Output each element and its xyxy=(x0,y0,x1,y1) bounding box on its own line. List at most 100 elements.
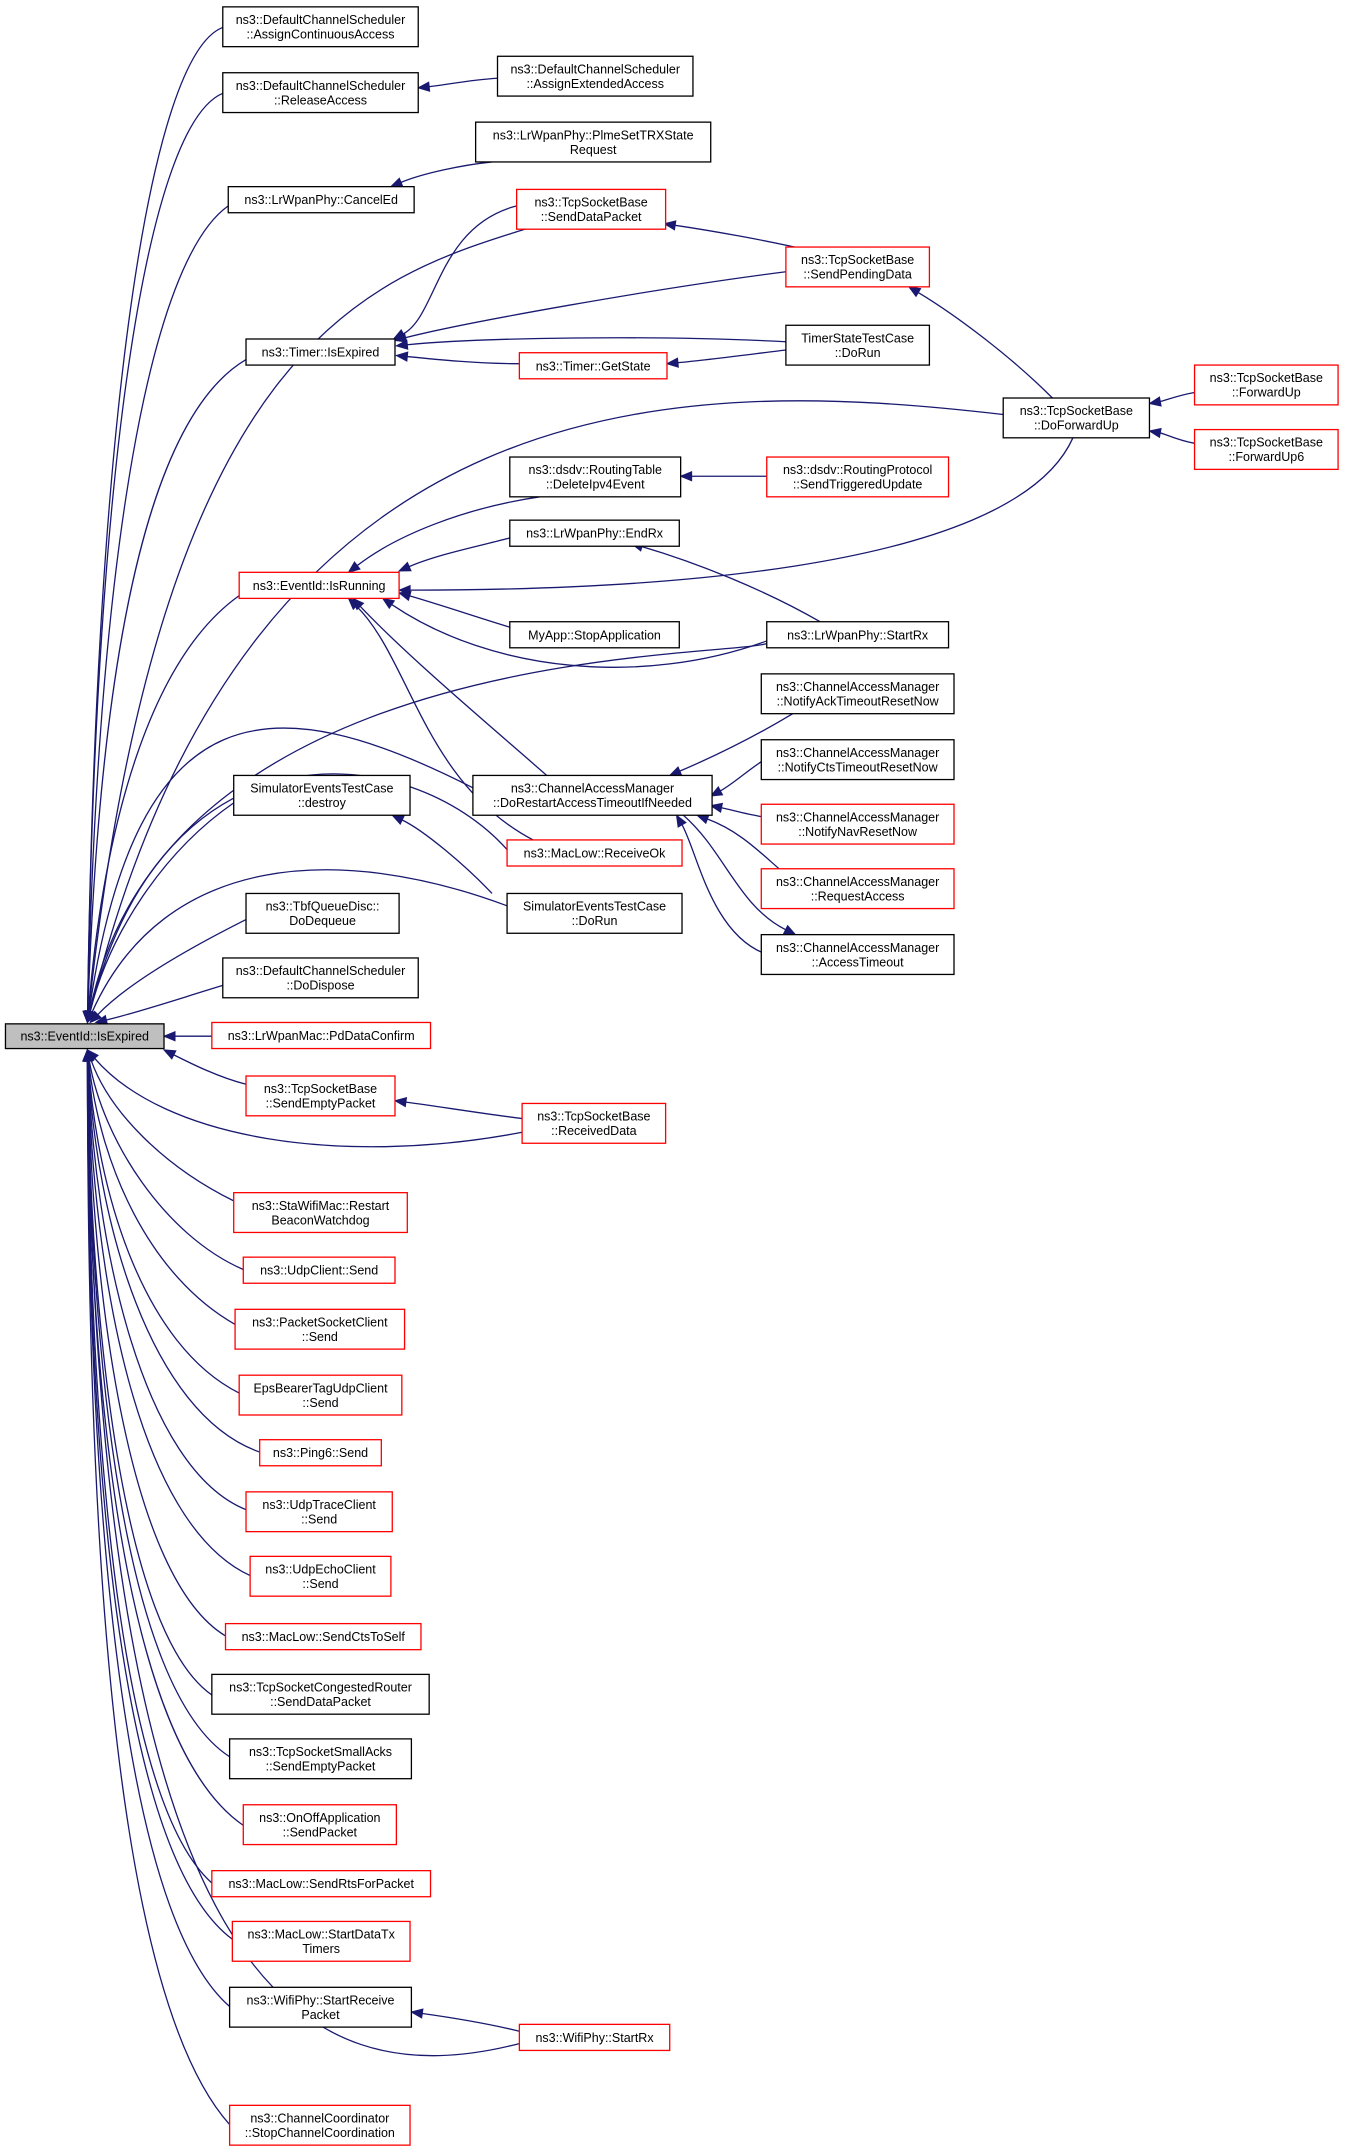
node-box xyxy=(766,621,950,649)
node-tcp-sendpending[interactable]: ns3::TcpSocketBase::SendPendingData xyxy=(785,246,931,288)
node-box xyxy=(242,1804,398,1846)
node-label-line: ::SendDataPacket xyxy=(541,210,642,224)
node-timer-getstate[interactable]: ns3::Timer::GetState xyxy=(518,352,668,380)
node-udpclient-send[interactable]: ns3::UdpClient::Send xyxy=(242,1256,396,1284)
node-label-line: ns3::TcpSocketBase xyxy=(801,253,914,267)
node-label-line: ns3::EventId::IsRunning xyxy=(253,579,386,593)
node-label-line: ::SendEmptyPacket xyxy=(266,1097,376,1111)
node-tcp-doforward[interactable]: ns3::TcpSocketBase::DoForwardUp xyxy=(1002,397,1151,439)
node-label-line: ns3::MacLow::StartDataTx xyxy=(248,1928,396,1942)
node-tcp-forwardup[interactable]: ns3::TcpSocketBase::ForwardUp xyxy=(1193,364,1339,406)
node-cam-ctsreset[interactable]: ns3::ChannelAccessManager::NotifyCtsTime… xyxy=(760,739,955,781)
node-box xyxy=(474,121,712,163)
edge-line xyxy=(91,869,508,1013)
node-cam-ackreset[interactable]: ns3::ChannelAccessManager::NotifyAckTime… xyxy=(760,673,955,715)
node-dcs-assignext[interactable]: ns3::DefaultChannelScheduler::AssignExte… xyxy=(496,55,694,97)
node-maclow-ctsself[interactable]: ns3::MacLow::SendCtsToSelf xyxy=(224,1622,422,1651)
node-cam-acctimeout[interactable]: ns3::ChannelAccessManager::AccessTimeout xyxy=(760,933,955,976)
node-ping6-send[interactable]: ns3::Ping6::Send xyxy=(259,1439,382,1467)
node-label-line: ns3::PacketSocketClient xyxy=(252,1315,388,1329)
node-pktsock-send[interactable]: ns3::PacketSocketClient::Send xyxy=(234,1308,406,1350)
node-dsdv-sendtrig[interactable]: ns3::dsdv::RoutingProtocol::SendTriggere… xyxy=(766,456,950,498)
node-cam-dorestart[interactable]: ns3::ChannelAccessManager::DoRestartAcce… xyxy=(472,774,713,816)
node-label-line: ::SendPendingData xyxy=(803,268,911,282)
edge-dcs_assignext-to-dcs_release xyxy=(416,77,498,92)
node-udptrace-send[interactable]: ns3::UdpTraceClient::Send xyxy=(245,1491,393,1533)
node-label-line: ns3::MacLow::SendCtsToSelf xyxy=(242,1630,406,1644)
node-onoff-send[interactable]: ns3::OnOffApplication::SendPacket xyxy=(242,1804,398,1846)
edge-line xyxy=(86,1060,231,2125)
node-label-line: ns3::ChannelAccessManager xyxy=(776,875,939,889)
node-tcp-sendempty[interactable]: ns3::TcpSocketBase::SendEmptyPacket xyxy=(245,1075,396,1117)
edge-tcp_received-to-tcp_sendempty xyxy=(393,1096,523,1120)
node-timerstate-dorun[interactable]: TimerStateTestCase::DoRun xyxy=(785,324,931,366)
edge-arrowhead xyxy=(89,1010,102,1024)
node-lrphy-startrx[interactable]: ns3::LrWpanPhy::StartRx xyxy=(766,621,950,649)
node-label-line: ::AccessTimeout xyxy=(812,955,904,969)
node-label-line: ns3::TcpSocketBase xyxy=(1210,371,1323,385)
node-lrmac-pdconf[interactable]: ns3::LrWpanMac::PdDataConfirm xyxy=(211,1021,432,1050)
node-tcp-received[interactable]: ns3::TcpSocketBase::ReceivedData xyxy=(521,1102,667,1144)
node-box xyxy=(222,957,419,999)
node-dsdv-delete[interactable]: ns3::dsdv::RoutingTable::DeleteIpv4Event xyxy=(509,456,682,498)
edge-simev_destroy-to-root xyxy=(85,802,235,1024)
node-tcpcong-send[interactable]: ns3::TcpSocketCongestedRouter::SendDataP… xyxy=(211,1673,430,1715)
node-simev-dorun[interactable]: SimulatorEventsTestCase::DoRun xyxy=(506,892,683,934)
node-label-line: ns3::DefaultChannelScheduler xyxy=(236,79,406,93)
node-tbf-dequeue[interactable]: ns3::TbfQueueDisc::DoDequeue xyxy=(245,892,400,934)
node-label-line: ::Send xyxy=(302,1577,338,1591)
edge-arrowhead xyxy=(782,924,797,936)
node-box xyxy=(228,2104,411,2146)
node-simev-destroy[interactable]: SimulatorEventsTestCase::destroy xyxy=(233,774,411,816)
edge-line xyxy=(681,824,766,955)
node-cam-reqaccess[interactable]: ns3::ChannelAccessManager::RequestAccess xyxy=(760,868,955,910)
edge-dcs_assigncont-to-root xyxy=(82,26,224,1024)
node-tcpsmall-send[interactable]: ns3::TcpSocketSmallAcks::SendEmptyPacket xyxy=(228,1738,413,1780)
node-label-line: BeaconWatchdog xyxy=(271,1213,369,1227)
node-cam-navreset[interactable]: ns3::ChannelAccessManager::NotifyNavRese… xyxy=(760,803,955,845)
edge-line xyxy=(173,1054,247,1085)
node-timer-isexpired[interactable]: ns3::Timer::IsExpired xyxy=(245,338,396,366)
node-eventid-isrunning[interactable]: ns3::EventId::IsRunning xyxy=(238,571,400,600)
edge-cam_navreset-to-cam_dorestart xyxy=(709,802,762,818)
edge-lrmac_pdconf-to-root xyxy=(162,1030,212,1042)
edge-line xyxy=(87,1060,251,1577)
node-layer: ns3::EventId::IsExpiredns3::DefaultChann… xyxy=(4,6,1339,2146)
node-tcp-senddata[interactable]: ns3::TcpSocketBase::SendDataPacket xyxy=(515,188,667,230)
node-eps-send[interactable]: EpsBearerTagUdpClient::Send xyxy=(238,1374,403,1416)
node-udpecho-send[interactable]: ns3::UdpEchoClient::Send xyxy=(249,1555,392,1597)
edge-dsdv_delete-to-eventid_isrunning xyxy=(347,496,540,574)
node-myapp-stop[interactable]: MyApp::StopApplication xyxy=(509,621,680,649)
node-dcs-dispose[interactable]: ns3::DefaultChannelScheduler::DoDispose xyxy=(222,957,419,999)
node-wifiphy-startrx[interactable]: ns3::WifiPhy::StartRx xyxy=(518,2023,671,2052)
node-box xyxy=(785,324,931,366)
edge-line xyxy=(86,1060,213,1884)
node-label-line: ::SendEmptyPacket xyxy=(266,1760,376,1774)
node-chcoord-stop[interactable]: ns3::ChannelCoordinator::StopChannelCoor… xyxy=(228,2104,411,2146)
node-lrphy-cancel[interactable]: ns3::LrWpanPhy::CancelEd xyxy=(227,186,415,214)
node-dcs-assigncont[interactable]: ns3::DefaultChannelScheduler::AssignCont… xyxy=(222,6,419,48)
node-label-line: ns3::TcpSocketBase xyxy=(264,1082,377,1096)
node-maclow-rts[interactable]: ns3::MacLow::SendRtsForPacket xyxy=(211,1869,432,1898)
node-label-line: ns3::TcpSocketBase xyxy=(537,1110,650,1124)
edge-line xyxy=(87,1060,247,1511)
node-label-line: ns3::DefaultChannelScheduler xyxy=(236,13,406,27)
node-label-line: SimulatorEventsTestCase xyxy=(523,900,666,914)
edge-tcp_doforward-to-eventid_isrunning xyxy=(397,437,1074,596)
edge-line xyxy=(86,1060,231,2008)
node-dcs-release[interactable]: ns3::DefaultChannelScheduler::ReleaseAcc… xyxy=(222,72,419,114)
node-maclow-recvok[interactable]: ns3::MacLow::ReceiveOk xyxy=(506,839,683,867)
node-box xyxy=(1193,364,1339,406)
node-box xyxy=(518,2023,671,2052)
node-label-line: DoDequeue xyxy=(289,914,356,928)
node-box xyxy=(259,1439,382,1467)
node-label-line: ::DeleteIpv4Event xyxy=(546,478,645,492)
edge-line xyxy=(356,496,540,567)
node-box xyxy=(760,933,955,976)
node-lrphy-endrx[interactable]: ns3::LrWpanPhy::EndRx xyxy=(509,519,680,547)
node-tcp-forwardup6[interactable]: ns3::TcpSocketBase::ForwardUp6 xyxy=(1193,428,1339,471)
